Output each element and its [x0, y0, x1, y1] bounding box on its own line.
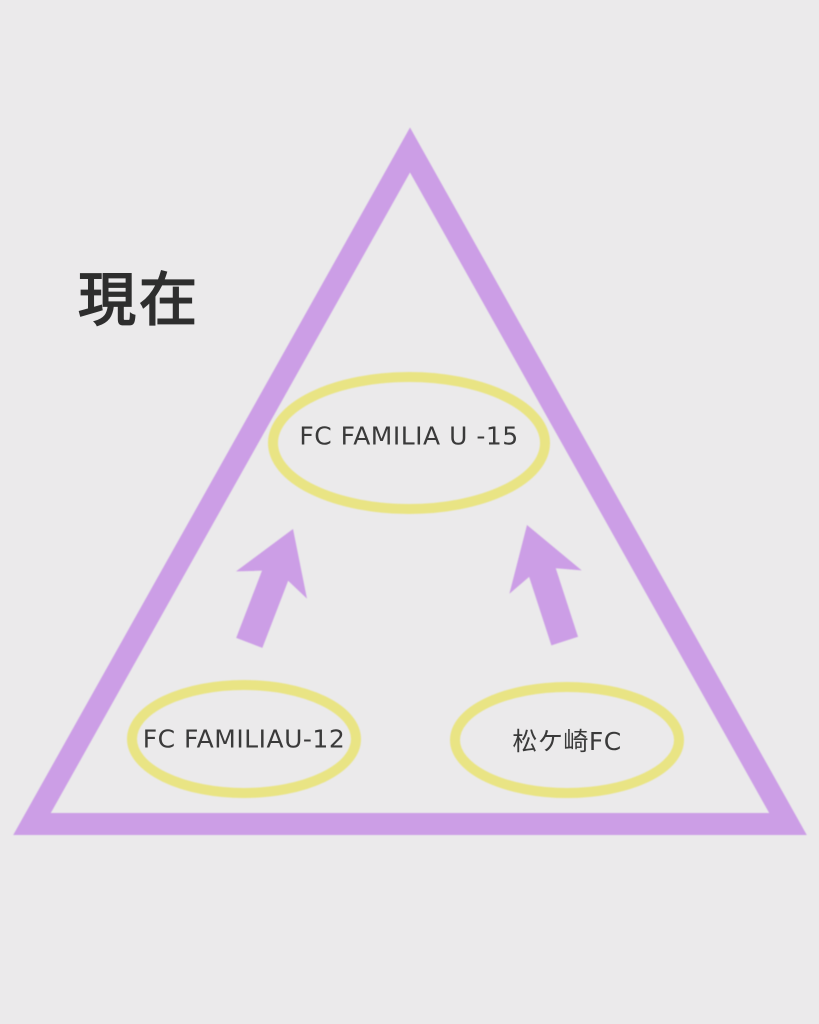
up-arrow-bottom-left [236, 529, 307, 648]
node-label-top: FC FAMILIA U -15 [299, 421, 519, 451]
node-label-bottom-right: 松ケ崎FC [512, 727, 622, 756]
node-ellipse-bottom-left [127, 680, 361, 798]
node-label-bottom-left: FC FAMILIAU-12 [142, 724, 346, 754]
up-arrow-bottom-right [509, 525, 582, 646]
node-ellipse-top [268, 372, 550, 514]
page-title: 現在 [78, 266, 201, 334]
triangle-outline [13, 127, 807, 835]
node-ellipse-bottom-right [450, 682, 684, 798]
